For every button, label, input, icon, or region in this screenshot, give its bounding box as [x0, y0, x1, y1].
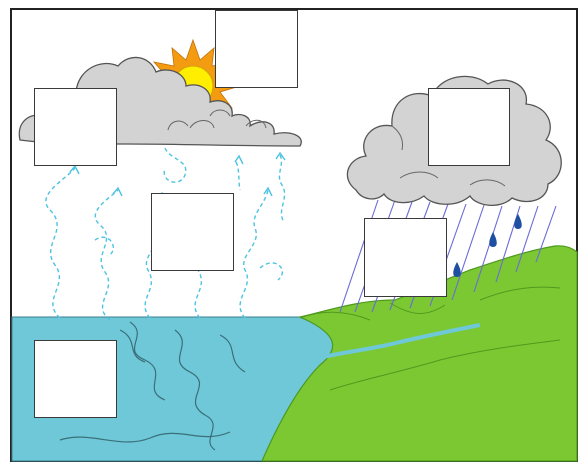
label-box-precipitation[interactable]	[364, 218, 447, 297]
label-box-water-body[interactable]	[34, 340, 117, 418]
label-box-storm-cloud[interactable]	[428, 88, 510, 166]
label-box-sun[interactable]	[215, 10, 298, 88]
label-box-condensation-cloud[interactable]	[34, 88, 117, 166]
label-box-evaporation[interactable]	[151, 193, 234, 271]
